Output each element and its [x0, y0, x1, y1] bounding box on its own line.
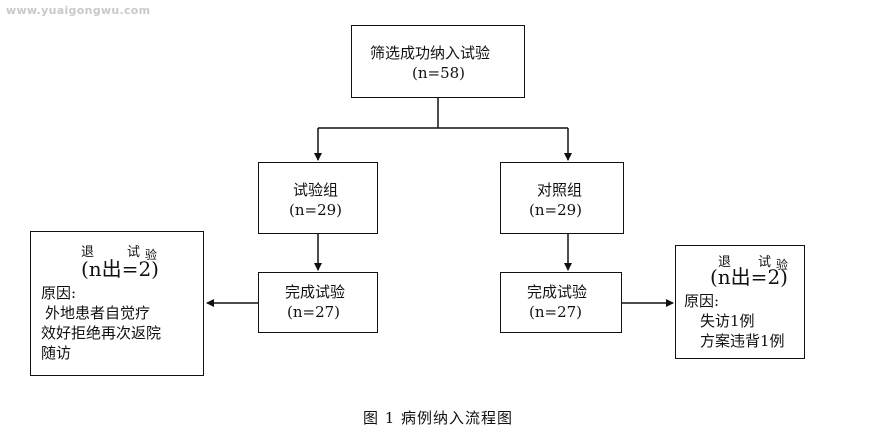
trial-group-n: (n=29) [289, 201, 343, 219]
trial-withdraw-header-right: 试 [127, 245, 141, 260]
trial-complete-title: 完成试验 [285, 283, 346, 301]
trial-withdraw-count: (n出=2) [81, 257, 159, 281]
screening-n: (n=58) [412, 64, 466, 82]
trial-complete-n: (n=27) [287, 303, 341, 321]
trial-withdraw-header-left: 退 [81, 245, 95, 260]
control-group-box: 对照组 (n=29) [500, 162, 624, 234]
control-withdraw-header-left: 退 [718, 255, 732, 270]
trial-group-box: 试验组 (n=29) [258, 162, 378, 234]
trial-withdraw-reason-line: 随访 [41, 344, 72, 362]
screening-title: 筛选成功纳入试验 [370, 44, 491, 62]
trial-withdraw-reason-line: 效好拒绝再次返院 [41, 324, 162, 342]
control-complete-n: (n=27) [529, 303, 583, 321]
control-complete-box: 完成试验 (n=27) [500, 272, 622, 333]
site-watermark: www.yuaigongwu.com [6, 4, 151, 17]
control-withdraw-header-right: 试 [758, 255, 772, 270]
control-withdraw-box: 退 试 验 (n出=2) 原因: 失访1例 方案违背1例 [675, 245, 805, 359]
control-withdraw-reason-line: 失访1例 [700, 312, 755, 330]
screening-box: 筛选成功纳入试验 (n=58) [351, 25, 525, 98]
trial-withdraw-reason-label: 原因: [41, 284, 77, 302]
trial-withdraw-header-small: 验 [145, 248, 158, 262]
control-withdraw-reason-line: 方案违背1例 [700, 332, 785, 350]
control-complete-title: 完成试验 [527, 283, 588, 301]
control-withdraw-header-small: 验 [776, 258, 789, 272]
trial-withdraw-reason-line: 外地患者自觉疗 [45, 304, 151, 322]
control-withdraw-count: (n出=2) [710, 265, 788, 289]
control-group-title: 对照组 [537, 181, 583, 199]
trial-withdraw-box: 退 试 验 (n出=2) 原因: 外地患者自觉疗 效好拒绝再次返院 随访 [30, 231, 204, 376]
figure-caption: 图 1 病例纳入流程图 [362, 409, 514, 427]
trial-group-title: 试验组 [293, 181, 339, 199]
control-group-n: (n=29) [529, 201, 583, 219]
control-withdraw-reason-label: 原因: [684, 292, 720, 310]
trial-complete-box: 完成试验 (n=27) [258, 272, 378, 333]
